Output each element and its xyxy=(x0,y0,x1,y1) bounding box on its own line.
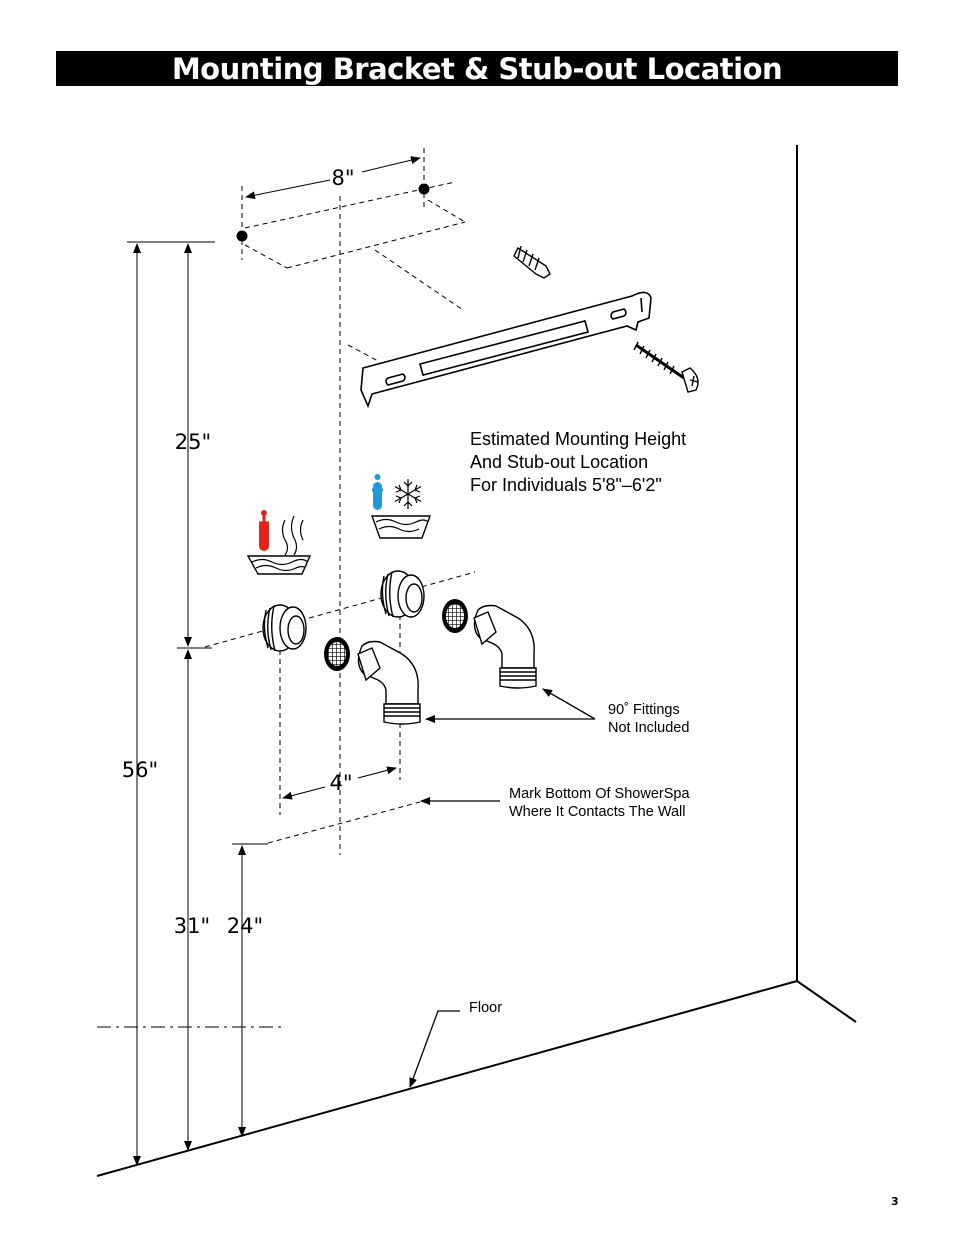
elbow-fitting-cold xyxy=(473,604,537,689)
estimate-note-line2: And Stub-out Location xyxy=(470,452,648,472)
mark-note-line2: Where It Contacts The Wall xyxy=(509,804,685,820)
dim-inlet-to-floor: 31" xyxy=(174,914,210,938)
mounting-hole-left xyxy=(236,230,248,242)
washer-screen-hot xyxy=(324,637,350,671)
estimate-note-line3: For Individuals 5'8"–6'2" xyxy=(470,475,662,495)
fittings-note-line1: 90˚ Fittings xyxy=(608,702,680,718)
mounting-bracket xyxy=(360,291,652,409)
cold-water-icon xyxy=(371,474,431,539)
wall-anchor xyxy=(513,245,551,279)
page-title: Mounting Bracket & Stub-out Location xyxy=(171,51,783,86)
title-bar: Mounting Bracket & Stub-out Location xyxy=(56,51,898,86)
floor-label: Floor xyxy=(469,1000,502,1016)
dim-bracket-to-floor: 56" xyxy=(122,758,158,782)
fittings-note-line2: Not Included xyxy=(608,720,689,736)
dimension-arrows xyxy=(133,156,421,1166)
wall-corner xyxy=(96,145,857,1177)
hot-stub-out xyxy=(262,604,307,652)
cold-stub-out xyxy=(380,570,425,618)
dim-bracket-spacing: 8" xyxy=(331,166,354,190)
hot-water-icon xyxy=(246,510,312,575)
callout-leaders xyxy=(409,688,596,1088)
reference-lines xyxy=(97,148,476,1028)
washer-screen-cold xyxy=(442,599,468,633)
estimate-note-line1: Estimated Mounting Height xyxy=(470,429,686,449)
mounting-hole-right xyxy=(418,183,430,195)
dim-inlet-spacing: 4" xyxy=(329,771,352,795)
elbow-fitting-hot xyxy=(357,640,421,725)
extension-lines xyxy=(127,241,268,845)
dim-bottom-mark-to-floor: 24" xyxy=(227,914,263,938)
screw xyxy=(633,341,699,393)
page-number: 3 xyxy=(891,1195,899,1208)
dim-bracket-to-inlet: 25" xyxy=(175,430,211,454)
mark-note-line1: Mark Bottom Of ShowerSpa xyxy=(509,786,690,802)
